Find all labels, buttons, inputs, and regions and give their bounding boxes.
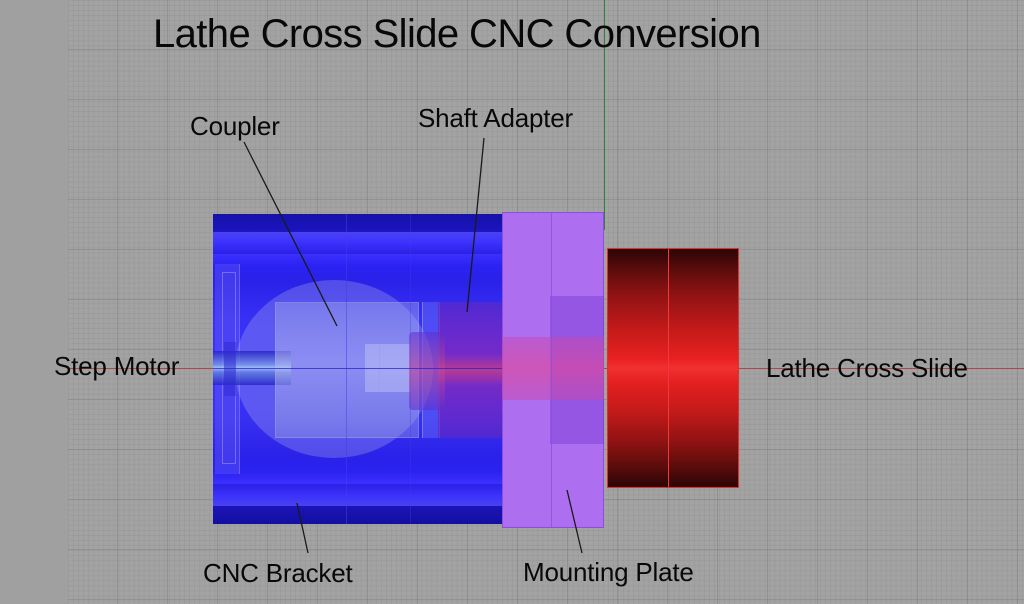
lathe-cross-slide-body[interactable]	[607, 248, 739, 488]
world-y-axis-line	[604, 0, 605, 230]
step-motor-assembly[interactable]	[213, 214, 503, 524]
step-motor-body-block	[275, 302, 419, 438]
label-step-motor: Step Motor	[54, 351, 180, 381]
shaft-adapter-barrel	[409, 332, 445, 410]
assembly-center-axis	[213, 368, 503, 369]
mounting-plate-seam	[551, 212, 552, 528]
coupler-body	[438, 302, 503, 438]
label-lathe-cross-slide: Lathe Cross Slide	[766, 353, 968, 383]
assembly-center-seam-b	[410, 214, 411, 524]
label-cnc-bracket: CNC Bracket	[203, 558, 353, 588]
viewport-left-gutter	[0, 0, 68, 604]
label-shaft-adapter: Shaft Adapter	[418, 103, 573, 133]
label-mounting-plate: Mounting Plate	[523, 557, 694, 587]
step-motor-rear-cap	[224, 342, 236, 396]
assembly-center-seam-a	[346, 214, 347, 524]
label-coupler: Coupler	[190, 111, 280, 141]
page-title: Lathe Cross Slide CNC Conversion	[153, 12, 761, 56]
cnc-bracket-top-rail	[213, 232, 503, 254]
mounting-plate-shaft-band	[502, 337, 604, 400]
lathe-cross-slide-seam	[668, 248, 669, 488]
cnc-bracket-bottom-rail	[213, 484, 503, 506]
